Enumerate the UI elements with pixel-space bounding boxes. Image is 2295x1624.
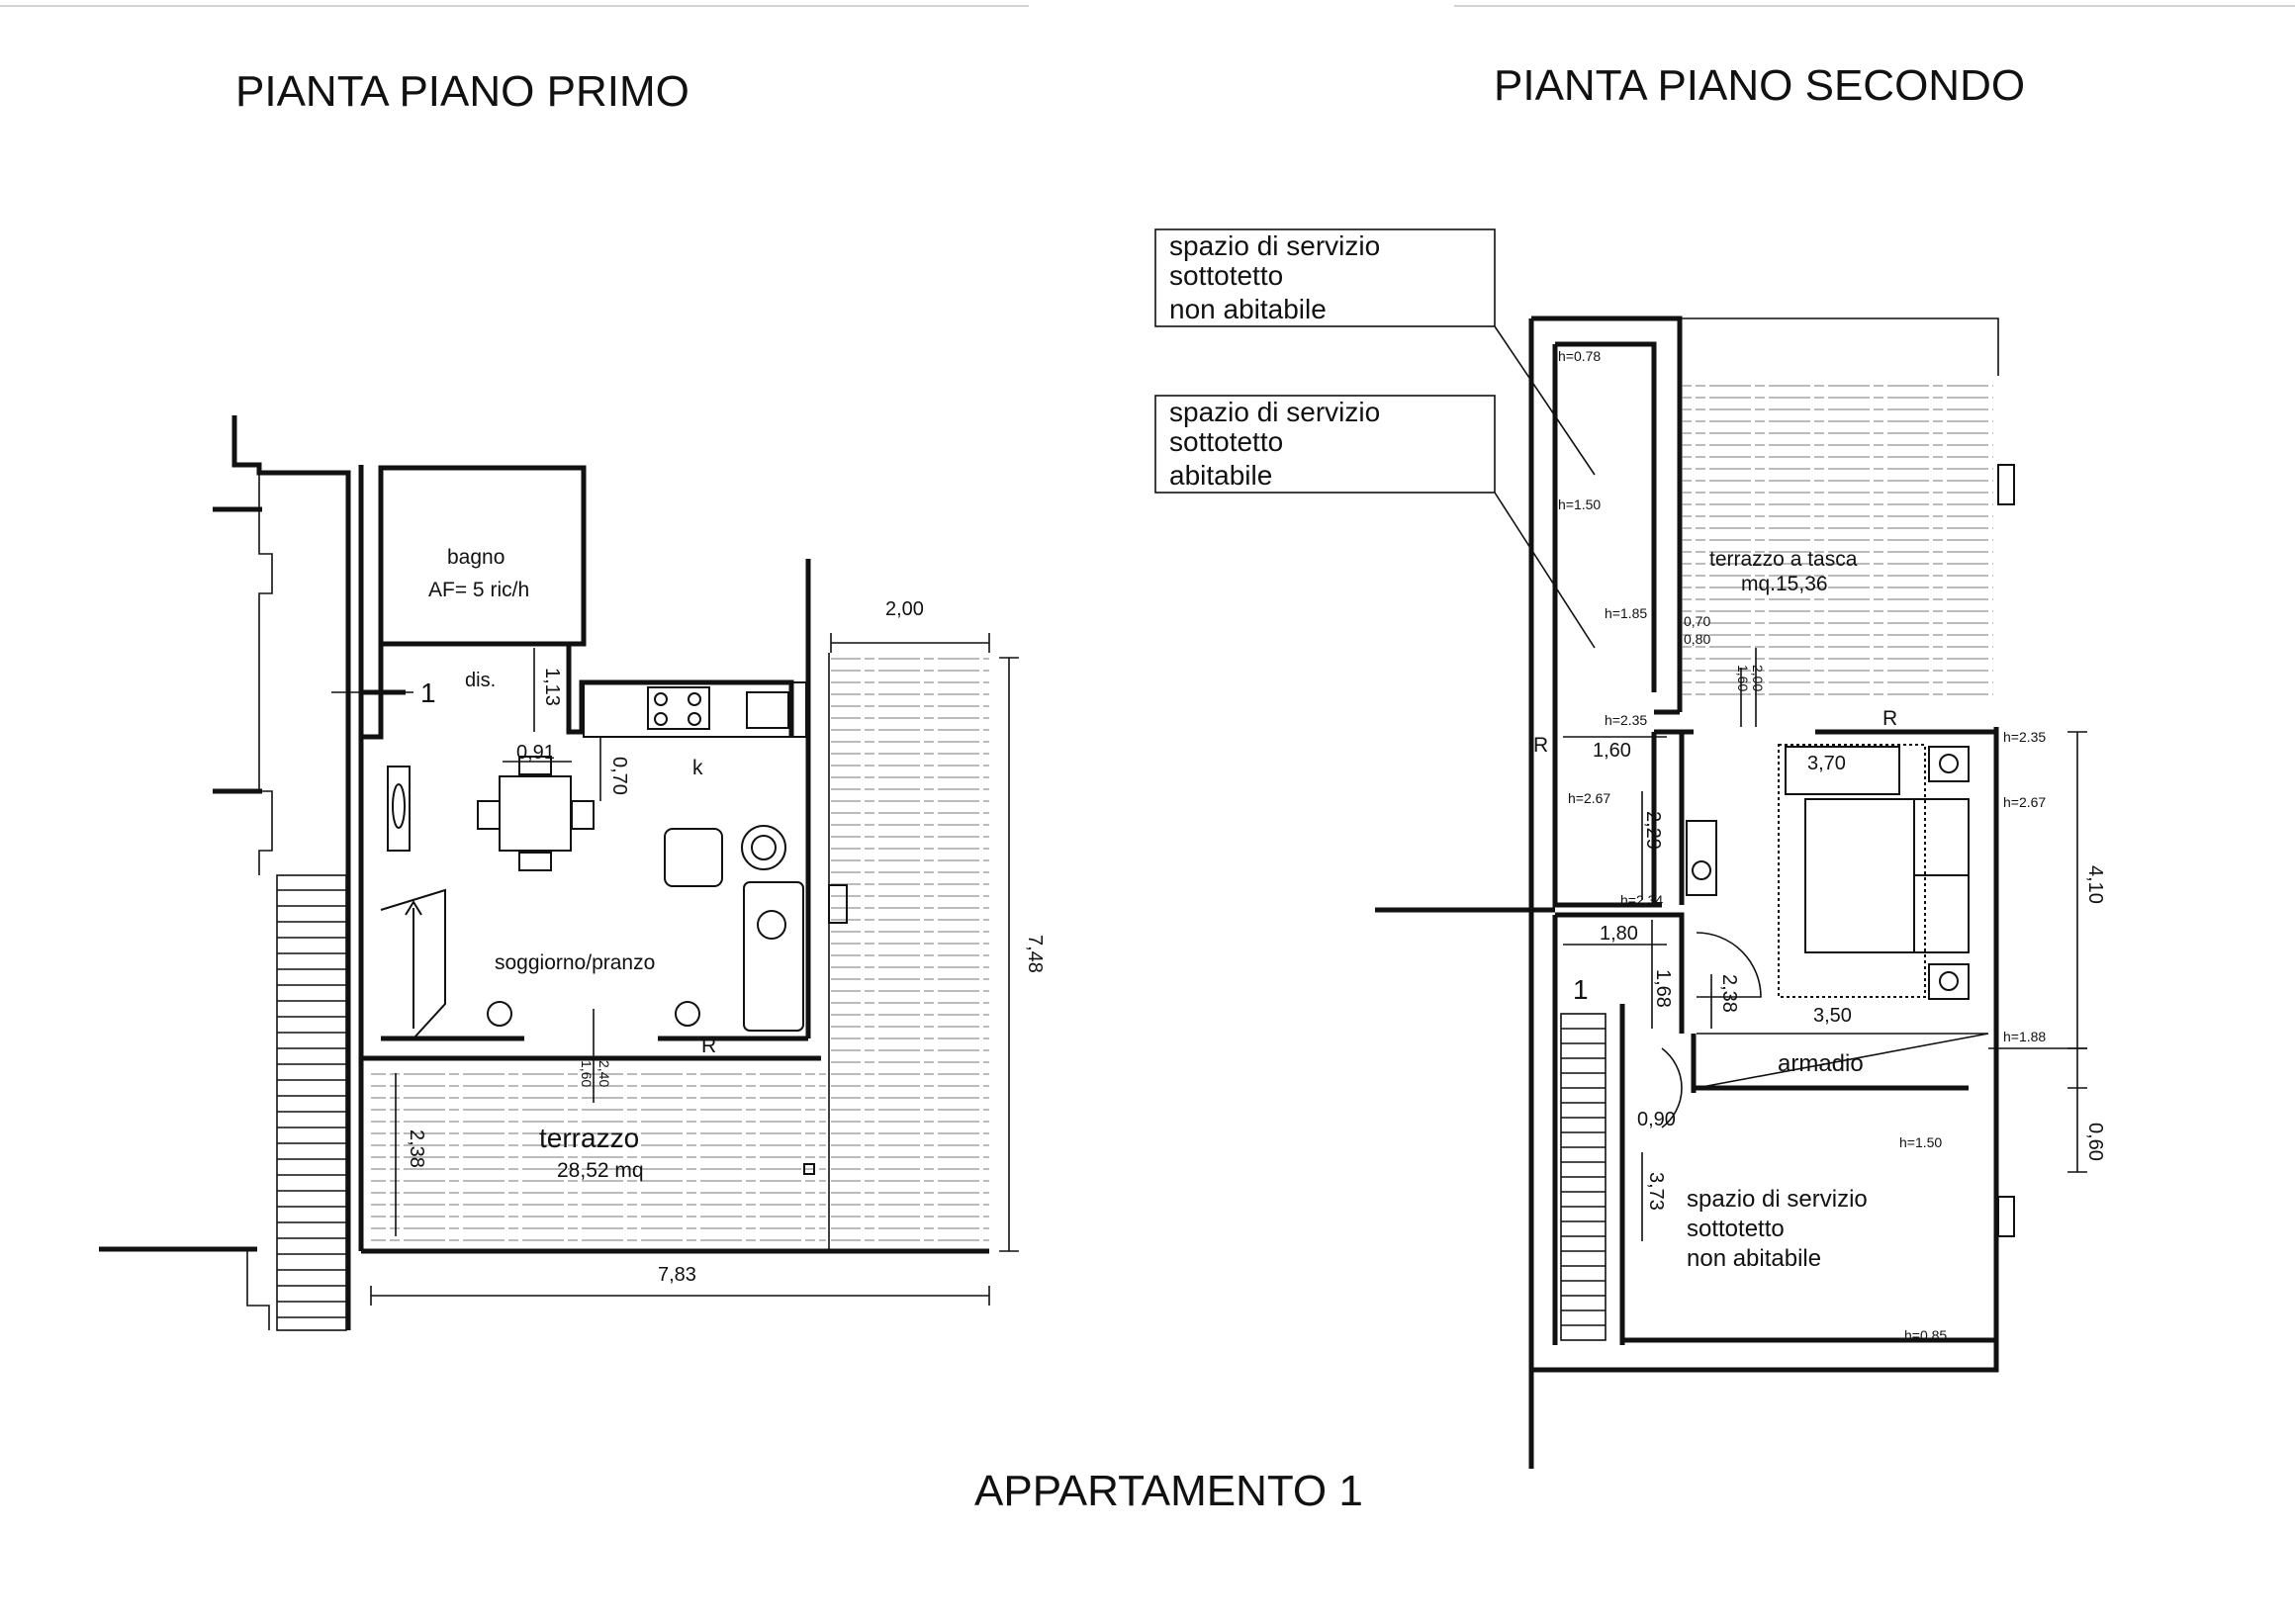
dim-2-38: 2,38 [406, 1129, 427, 1168]
dim-2-38-second: 2,38 [1718, 974, 1740, 1013]
dim-0-91: 0,91 [516, 742, 555, 764]
dim-2-00: 2,00 [885, 598, 924, 620]
title-second-floor: PIANTA PIANO SECONDO [1494, 61, 2025, 110]
terrazzo-tasca-label: terrazzo a tasca [1709, 548, 1858, 571]
leader-line-1 [1494, 325, 1596, 476]
dim-2-00-vertical: 2,00 [1750, 665, 1766, 691]
second-floor-plan: spazio di servizio sottotetto non abitab… [1154, 228, 2106, 1469]
door-arc-2 [1661, 1047, 1683, 1128]
title-apartment: APPARTAMENTO 1 [974, 1467, 1363, 1515]
height-1-88: h=1.88 [2003, 1029, 2046, 1044]
dim-1-60-vertical: 1,60 [1735, 665, 1751, 691]
height-2-35-b: h=2.35 [2003, 729, 2046, 745]
height-2-67-b: h=2.67 [2003, 794, 2046, 810]
dim-4-10: 4,10 [2084, 865, 2106, 904]
unit-number-first: 1 [420, 677, 436, 708]
lower-space-line1: spazio di servizio [1687, 1186, 1868, 1213]
radiator-label-first: R [701, 1035, 716, 1057]
title-first-floor: PIANTA PIANO PRIMO [235, 67, 689, 116]
height-0-85: h=0.85 [1904, 1327, 1947, 1343]
dim-0-70-second: 0,70 [1684, 613, 1710, 629]
bedroom-furniture [1686, 744, 1970, 1000]
dim-0-90: 0,90 [1637, 1109, 1676, 1130]
dining-table [477, 756, 595, 871]
internal-stair-second [1560, 1013, 1606, 1341]
terrazzo-tasca-area-label: mq.15,36 [1741, 573, 1828, 595]
height-2-35-a: h=2.35 [1605, 712, 1647, 728]
armadio-label: armadio [1778, 1050, 1864, 1077]
soggiorno-label: soggiorno/pranzo [495, 951, 655, 974]
dim-1-68: 1,68 [1652, 969, 1674, 1008]
label-box-1-line2: sottotetto [1169, 260, 1283, 291]
label-box-2-line1: spazio di servizio [1169, 397, 1380, 427]
dim-3-50: 3,50 [1813, 1005, 1852, 1027]
vent-marker-first [828, 884, 848, 924]
dim-7-83: 7,83 [658, 1264, 696, 1286]
dim-2-29: 2,29 [1642, 811, 1664, 850]
internal-stair [380, 888, 446, 1039]
bagno-label: bagno [447, 546, 505, 569]
external-stair [276, 874, 347, 1331]
kitchen-counter [583, 681, 807, 738]
label-box-2-line2: sottotetto [1169, 426, 1283, 457]
dim-7-48: 7,48 [1024, 935, 1046, 973]
dim-2-40: 2,40 [597, 1060, 612, 1087]
height-1-85: h=1.85 [1605, 605, 1647, 621]
door-arc-1 [1696, 932, 1762, 998]
height-1-50-a: h=1.50 [1558, 496, 1601, 512]
dim-1-60: 1,60 [579, 1060, 595, 1087]
window-marker-1 [1997, 464, 2015, 505]
floor-lamp-1 [487, 1001, 512, 1027]
dim-1-60-second: 1,60 [1593, 740, 1631, 762]
unit-number-second: 1 [1573, 974, 1589, 1005]
height-0-78: h=0.78 [1558, 348, 1601, 364]
bagno-af-label: AF= 5 ric/h [428, 579, 529, 601]
terrazzo-tasca-area [1682, 381, 1993, 697]
lower-space-line3: non abitabile [1687, 1245, 1821, 1272]
dim-3-73: 3,73 [1645, 1172, 1667, 1211]
first-floor-plan: bagno AF= 5 ric/h 1 dis. k [99, 415, 1046, 1331]
terrazzo-area-label: 28,52 mq [557, 1159, 644, 1182]
height-2-67-a: h=2.67 [1568, 790, 1610, 806]
label-box-nonabitabile [1154, 228, 1496, 327]
dim-1-13: 1,13 [541, 668, 563, 706]
dim-0-60: 0,60 [2084, 1123, 2106, 1161]
wall-lamp [387, 766, 411, 852]
label-box-abitabile [1154, 395, 1496, 494]
label-box-1-line1: spazio di servizio [1169, 230, 1380, 261]
terrace-strip-right [831, 653, 989, 1246]
armchair [664, 825, 804, 1032]
dim-0-80-second: 0,80 [1684, 631, 1710, 647]
radiator-label-second-1: R [1533, 734, 1548, 757]
terrazzo-label: terrazzo [539, 1123, 639, 1153]
dim-1-80: 1,80 [1600, 923, 1638, 945]
dim-0-70: 0,70 [608, 757, 630, 795]
radiator-label-second-2: R [1882, 707, 1897, 730]
height-1-50-b: h=1.50 [1899, 1134, 1942, 1150]
dis-label: dis. [465, 670, 496, 691]
terrace-area-bottom [371, 1063, 826, 1246]
lower-space-line2: sottotetto [1687, 1216, 1785, 1242]
dim-3-70: 3,70 [1807, 753, 1846, 774]
label-box-2-line3: abitabile [1169, 460, 1272, 491]
bagno-room [378, 465, 587, 647]
kitchen-label: k [692, 757, 703, 779]
floor-lamp-2 [675, 1001, 700, 1027]
window-marker-2 [1997, 1196, 2015, 1237]
drain-marker [803, 1163, 815, 1175]
leader-line-2 [1494, 492, 1596, 649]
label-box-1-line3: non abitabile [1169, 294, 1327, 324]
